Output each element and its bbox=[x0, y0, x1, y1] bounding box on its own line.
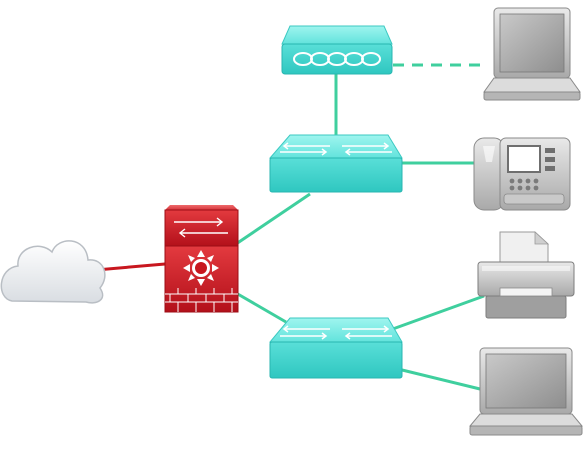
cloud-icon bbox=[0, 240, 106, 304]
link-switch-bottom-printer bbox=[389, 294, 485, 332]
firewall-router-icon bbox=[164, 205, 239, 313]
switch-icon bbox=[268, 134, 403, 193]
printer-icon bbox=[477, 231, 575, 319]
link-cloud-firewall bbox=[95, 262, 166, 272]
links bbox=[95, 63, 485, 391]
switch-icon bbox=[268, 317, 403, 379]
laptop-icon bbox=[468, 347, 584, 436]
ip-phone-icon bbox=[473, 137, 571, 211]
link-firewall-switch-top bbox=[235, 192, 311, 246]
link-switch-bottom-laptop bbox=[397, 367, 481, 391]
wireless-hub-icon bbox=[281, 25, 393, 75]
laptop-icon bbox=[483, 7, 581, 101]
link-firewall-switch-bottom bbox=[235, 291, 287, 324]
